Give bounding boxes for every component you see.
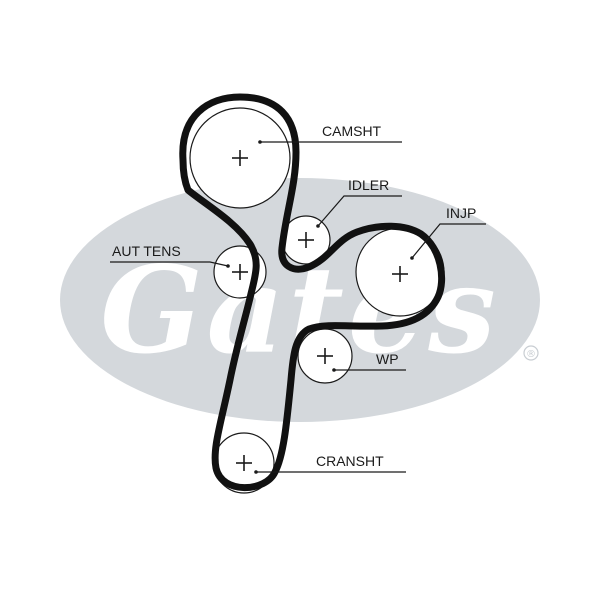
idler-center-icon	[298, 232, 314, 248]
leader-lines	[110, 140, 486, 474]
auto-tensioner-leader	[110, 261, 229, 267]
component-labels: CAMSHT IDLER INJP AUT TENS WP CRANSHT	[112, 123, 476, 469]
crankshaft-center-icon	[236, 455, 252, 471]
water-pump-leader-dot	[332, 368, 336, 372]
injection-pump-center-icon	[392, 266, 408, 282]
idler-leader	[317, 195, 402, 227]
injection-pump-leader-dot	[410, 256, 414, 260]
injection-pump-leader	[411, 223, 486, 259]
label-injection-pump: INJP	[446, 205, 476, 221]
label-water-pump: WP	[376, 351, 399, 367]
timing-belt	[179, 93, 446, 492]
label-camshaft: CAMSHT	[322, 123, 382, 139]
registered-mark: ®	[526, 349, 536, 360]
pulley-centers	[232, 150, 408, 471]
label-auto-tensioner: AUT TENS	[112, 243, 181, 259]
camshaft-leader-dot	[258, 140, 262, 144]
auto-tensioner-center-icon	[232, 264, 248, 280]
crankshaft-leader-dot	[254, 470, 258, 474]
camshaft-center-icon	[232, 150, 248, 166]
water-pump-center-icon	[317, 348, 333, 364]
auto-tensioner-leader-dot	[226, 264, 230, 268]
label-crankshaft: CRANSHT	[316, 453, 384, 469]
registered-mark-ring	[523, 345, 539, 361]
idler-leader-dot	[316, 224, 320, 228]
label-idler: IDLER	[348, 177, 389, 193]
